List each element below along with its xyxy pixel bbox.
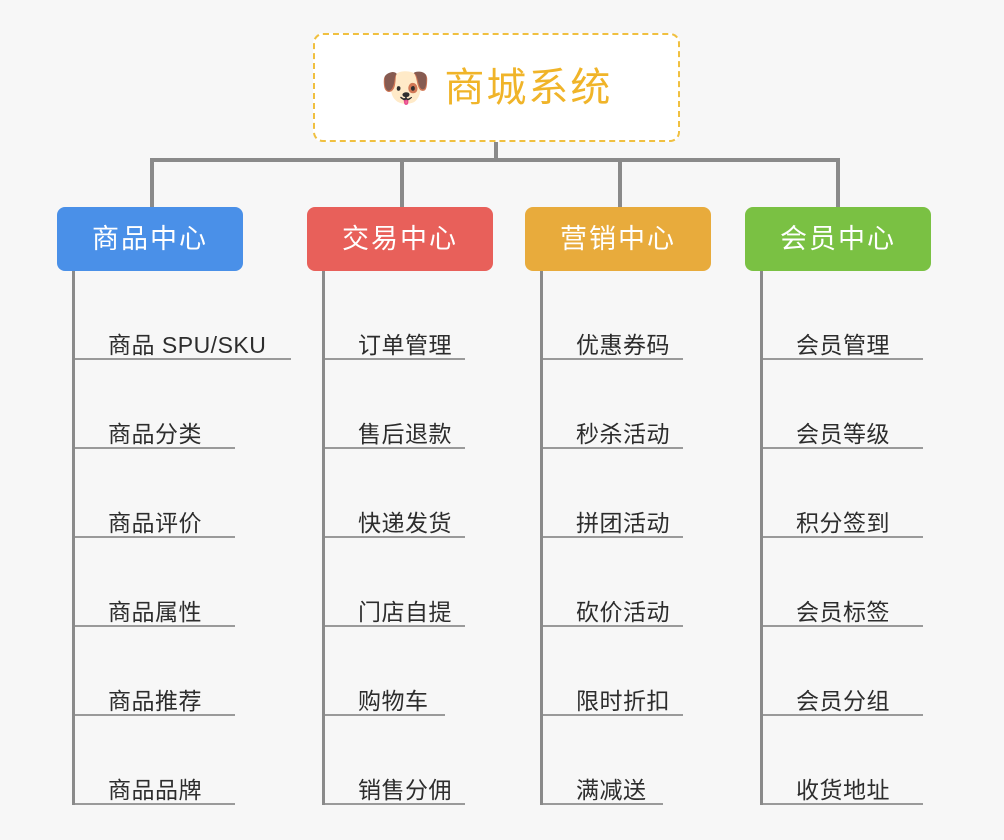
leaf-item[interactable]: 会员分组 [763,627,931,716]
leaf-item[interactable]: 商品推荐 [75,627,266,716]
leaf-label: 商品分类 [108,420,202,447]
leaf-item[interactable]: 砍价活动 [543,538,711,627]
leaf-label: 会员等级 [796,420,890,447]
root-node-title: 商城系统 [444,65,613,110]
leaf-label: 优惠券码 [576,331,670,358]
leaf-label: 购物车 [358,687,429,714]
branch-label: 营销中心 [560,223,676,254]
leaf-item[interactable]: 购物车 [325,627,493,716]
leaf-item[interactable]: 积分签到 [763,449,931,538]
leaf-label: 积分签到 [796,509,890,536]
leaf-item[interactable]: 满减送 [543,716,711,805]
leaf-label: 商品 SPU/SKU [108,331,267,358]
leaf-item[interactable]: 商品分类 [75,360,266,449]
leaf-item[interactable]: 拼团活动 [543,449,711,538]
leaf-label: 秒杀活动 [576,420,670,447]
leaf-label: 拼团活动 [576,509,670,536]
branch-column-product-center: 商品中心 商品 SPU/SKU 商品分类 商品评价 商品属性 商品推荐 商品品牌 [57,207,292,805]
branch-node-member-center[interactable]: 会员中心 [745,207,931,271]
leaf-label: 限时折扣 [576,687,670,714]
branch-node-marketing-center[interactable]: 营销中心 [525,207,711,271]
leaf-item[interactable]: 会员管理 [763,271,931,360]
leaf-label: 快递发货 [358,509,452,536]
leaf-item[interactable]: 优惠券码 [543,271,711,360]
leaf-label: 会员分组 [796,687,890,714]
leaf-item[interactable]: 会员等级 [763,360,931,449]
leaf-label: 订单管理 [358,331,452,358]
branch-column-marketing-center: 营销中心 优惠券码 秒杀活动 拼团活动 砍价活动 限时折扣 满减送 [525,207,711,805]
leaf-label: 商品评价 [108,509,202,536]
leaf-label: 商品推荐 [108,687,202,714]
branch-column-member-center: 会员中心 会员管理 会员等级 积分签到 会员标签 会员分组 收货地址 [745,207,931,805]
connector-drop-4 [836,158,840,209]
connector-horizontal-bar [150,158,840,162]
leaf-label: 会员管理 [796,331,890,358]
leaf-list-member-center: 会员管理 会员等级 积分签到 会员标签 会员分组 收货地址 [760,271,931,805]
leaf-item[interactable]: 会员标签 [763,538,931,627]
leaf-label: 会员标签 [796,598,890,625]
leaf-label: 销售分佣 [358,776,452,803]
branch-column-trade-center: 交易中心 订单管理 售后退款 快递发货 门店自提 购物车 销售分佣 [307,207,493,805]
leaf-item[interactable]: 门店自提 [325,538,493,627]
branch-label: 商品中心 [92,223,208,254]
connector-drop-2 [400,158,404,209]
leaf-label: 收货地址 [796,776,890,803]
connector-drop-3 [618,158,622,209]
branch-label: 交易中心 [342,223,458,254]
leaf-item[interactable]: 快递发货 [325,449,493,538]
connector-drop-1 [150,158,154,209]
branch-node-product-center[interactable]: 商品中心 [57,207,243,271]
leaf-label: 满减送 [576,776,647,803]
leaf-list-marketing-center: 优惠券码 秒杀活动 拼团活动 砍价活动 限时折扣 满减送 [540,271,711,805]
root-node-shopping-mall-system[interactable]: 🐶 商城系统 [313,33,680,142]
branch-node-trade-center[interactable]: 交易中心 [307,207,493,271]
leaf-label: 砍价活动 [576,598,670,625]
leaf-item[interactable]: 收货地址 [763,716,931,805]
leaf-label: 商品品牌 [108,776,202,803]
leaf-list-product-center: 商品 SPU/SKU 商品分类 商品评价 商品属性 商品推荐 商品品牌 [72,271,292,805]
connector-root-stem [494,142,498,162]
leaf-label: 门店自提 [358,598,452,625]
leaf-item[interactable]: 商品属性 [75,538,266,627]
leaf-item[interactable]: 限时折扣 [543,627,711,716]
leaf-label: 售后退款 [358,420,452,447]
leaf-label: 商品属性 [108,598,202,625]
leaf-list-trade-center: 订单管理 售后退款 快递发货 门店自提 购物车 销售分佣 [322,271,493,805]
leaf-item[interactable]: 秒杀活动 [543,360,711,449]
leaf-item[interactable]: 商品 SPU/SKU [75,271,292,360]
leaf-item[interactable]: 商品评价 [75,449,266,538]
branch-label: 会员中心 [780,223,896,254]
leaf-item[interactable]: 商品品牌 [75,716,266,805]
leaf-item[interactable]: 销售分佣 [325,716,493,805]
leaf-item[interactable]: 订单管理 [325,271,493,360]
dog-face-icon: 🐶 [380,65,431,110]
leaf-item[interactable]: 售后退款 [325,360,493,449]
